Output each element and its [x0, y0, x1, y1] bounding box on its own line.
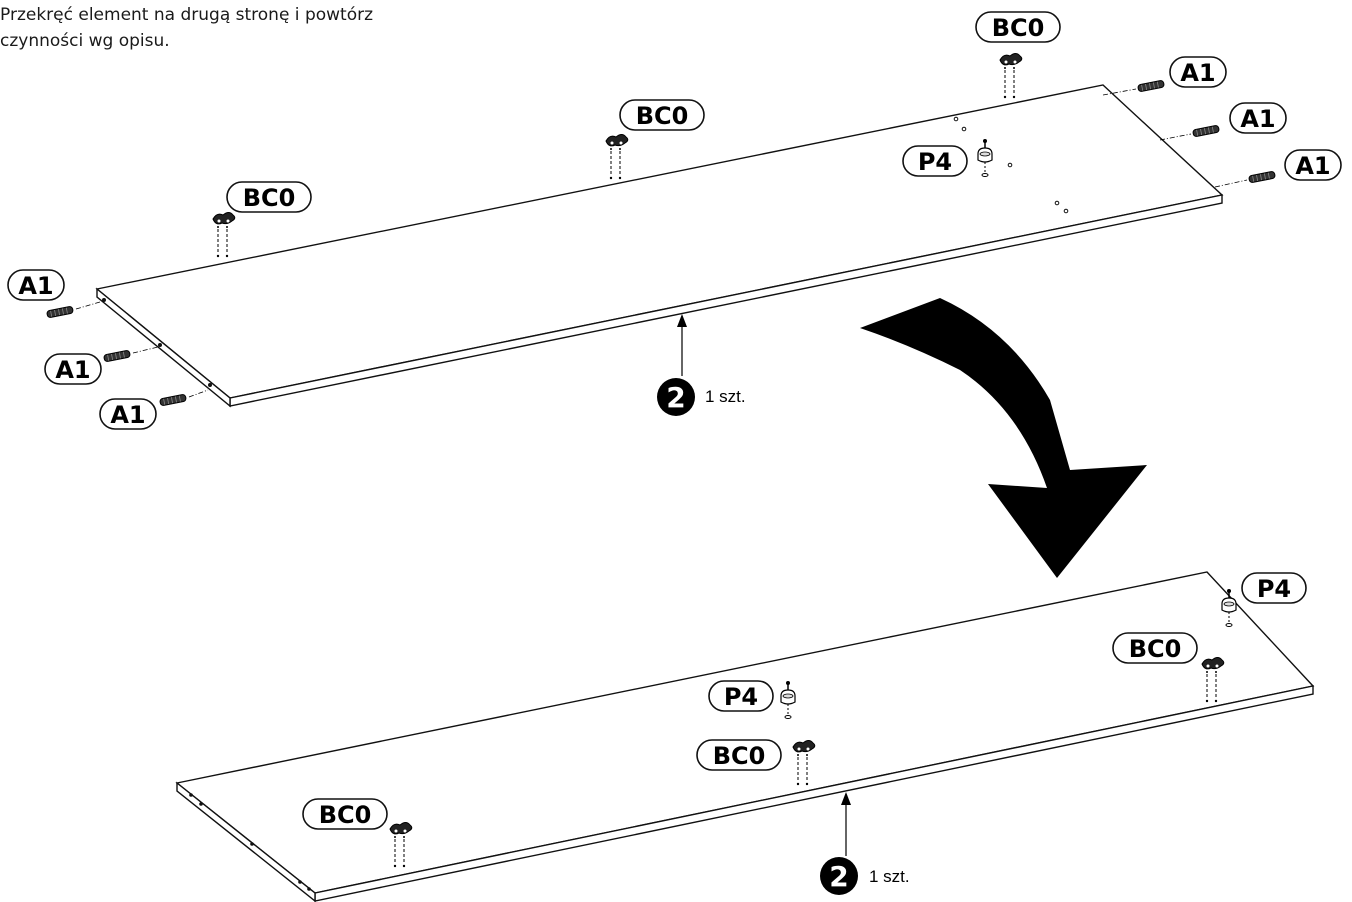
svg-text:P4: P4: [1257, 575, 1291, 603]
svg-text:A1: A1: [55, 356, 90, 384]
label-a1: A1: [7, 269, 65, 301]
part-number-badge: 2: [820, 857, 858, 895]
bracket-icon: [999, 52, 1023, 99]
svg-text:A1: A1: [18, 272, 53, 300]
part-pointer-arrow: [841, 792, 851, 856]
dowel-icon: [159, 389, 209, 407]
svg-text:2: 2: [829, 860, 848, 893]
label-a1: A1: [44, 353, 102, 385]
svg-text:A1: A1: [110, 401, 145, 429]
label-bc0: BC0: [1112, 632, 1198, 664]
bottom-panel: [175, 571, 1315, 902]
label-bc0: BC0: [302, 798, 388, 830]
svg-text:P4: P4: [724, 683, 758, 711]
svg-text:BC0: BC0: [713, 742, 766, 770]
label-bc0: BC0: [696, 739, 782, 771]
label-a1: A1: [1169, 56, 1227, 88]
dowel-icon: [1214, 170, 1276, 188]
svg-text:BC0: BC0: [243, 184, 296, 212]
part-pointer-arrow: [677, 314, 687, 376]
svg-text:A1: A1: [1180, 59, 1215, 87]
quantity-text: 1 szt.: [705, 387, 746, 406]
dowel-icon: [46, 301, 101, 319]
svg-text:BC0: BC0: [636, 102, 689, 130]
top-panel: [95, 84, 1224, 408]
label-p4: P4: [708, 680, 774, 712]
instruction-text: Przekręć element na drugą stronę i powtó…: [0, 5, 374, 51]
svg-text:P4: P4: [918, 148, 952, 176]
dowel-icon: [103, 346, 159, 363]
dowel-icon: [1159, 124, 1220, 141]
svg-text:BC0: BC0: [1129, 635, 1182, 663]
svg-text:BC0: BC0: [319, 801, 372, 829]
quantity-text: 1 szt.: [869, 867, 910, 886]
svg-text:A1: A1: [1240, 105, 1275, 133]
label-bc0: BC0: [226, 181, 312, 213]
svg-text:2: 2: [666, 381, 685, 414]
bracket-icon: [212, 211, 236, 258]
label-p4: P4: [1241, 572, 1307, 604]
part-number-badge: 2: [657, 378, 695, 416]
label-a1: A1: [1229, 102, 1287, 134]
label-a1: A1: [1284, 149, 1342, 181]
dowel-icon: [1102, 79, 1165, 96]
bracket-icon: [605, 133, 629, 180]
label-a1: A1: [99, 398, 157, 430]
svg-text:BC0: BC0: [992, 14, 1045, 42]
label-p4: P4: [902, 145, 968, 177]
label-bc0: BC0: [975, 11, 1061, 43]
svg-text:A1: A1: [1295, 152, 1330, 180]
flip-arrow-icon: [860, 298, 1147, 578]
label-bc0: BC0: [619, 99, 705, 131]
